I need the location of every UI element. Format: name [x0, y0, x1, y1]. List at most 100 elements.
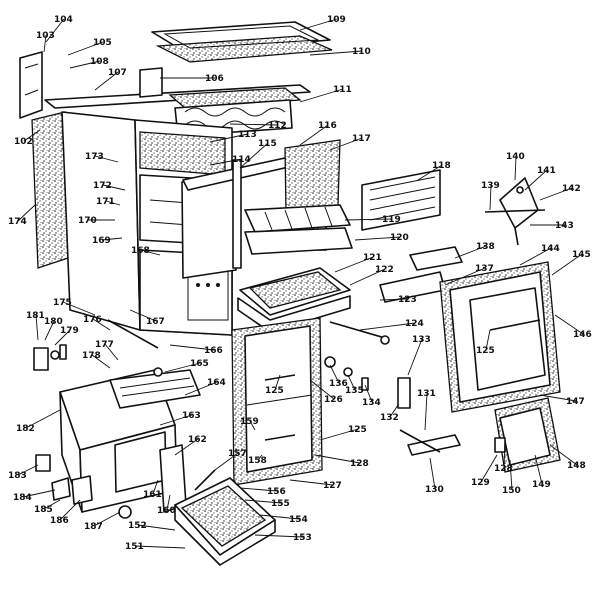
- leader-line-145: [551, 253, 583, 276]
- part-label-161: 161: [143, 490, 162, 500]
- leader-line-167: [129, 309, 157, 322]
- leader-line-174: [17, 204, 36, 222]
- part-label-104: 104: [54, 15, 73, 25]
- leader-line-171: [105, 200, 121, 206]
- leader-line-129: [480, 454, 498, 483]
- leader-line-163: [159, 414, 193, 426]
- part-label-164: 164: [207, 378, 226, 388]
- part-label-152: 152: [128, 521, 147, 531]
- leader-line-169: [101, 237, 123, 241]
- leader-line-119: [344, 218, 393, 221]
- part-label-120: 120: [390, 233, 409, 243]
- leader-line-102: [23, 129, 41, 142]
- leader-line-113: [209, 133, 249, 143]
- part-label-148: 148: [567, 461, 586, 471]
- leader-line-118: [417, 164, 443, 181]
- oven-racks: [244, 204, 353, 255]
- part-label-117: 117: [352, 134, 371, 144]
- part-label-138: 138: [476, 242, 495, 252]
- leader-line-165: [164, 362, 201, 373]
- leader-line-137: [444, 267, 486, 286]
- leader-line-128: [503, 439, 506, 469]
- part-label-132: 132: [380, 413, 399, 423]
- valve-knob-assembly: [484, 177, 546, 246]
- leader-line-159: [249, 420, 256, 431]
- part-label-172: 172: [93, 181, 112, 191]
- leader-line-138: [454, 245, 487, 259]
- leader-line-166: [169, 344, 215, 351]
- leader-line-125: [485, 329, 491, 351]
- part-label-177: 177: [95, 340, 114, 350]
- part-label-162: 162: [188, 435, 207, 445]
- leader-line-114: [209, 158, 243, 166]
- right-oven-door: [439, 261, 561, 413]
- leader-line-125: [319, 428, 359, 441]
- part-label-105: 105: [93, 38, 112, 48]
- part-label-139: 139: [481, 181, 500, 191]
- part-label-141: 141: [537, 166, 556, 176]
- leader-line-180: [44, 320, 55, 341]
- leader-line-186: [59, 499, 81, 521]
- part-label-125: 125: [348, 425, 367, 435]
- part-label-114: 114: [232, 155, 251, 165]
- part-label-155: 155: [271, 499, 290, 509]
- leader-line-157: [214, 452, 239, 471]
- part-label-175: 175: [53, 298, 72, 308]
- part-label-110: 110: [352, 47, 371, 57]
- part-label-111: 111: [333, 85, 352, 95]
- part-label-143: 143: [555, 221, 574, 231]
- leader-line-177: [104, 343, 119, 361]
- leader-line-183: [17, 464, 39, 476]
- leader-line-135: [347, 374, 356, 391]
- part-label-126: 126: [324, 395, 343, 405]
- leader-line-110: [309, 50, 363, 56]
- leader-line-154: [259, 514, 300, 520]
- part-label-156: 156: [267, 487, 286, 497]
- part-label-179: 179: [60, 326, 79, 336]
- part-label-165: 165: [190, 359, 209, 369]
- part-label-130: 130: [425, 485, 444, 495]
- leader-line-141: [524, 169, 548, 191]
- right-lower-panel: [494, 397, 561, 473]
- part-label-151: 151: [125, 542, 144, 552]
- part-label-180: 180: [44, 317, 63, 327]
- part-label-107: 107: [108, 68, 127, 78]
- part-label-171: 171: [96, 197, 115, 207]
- leader-line-124: [359, 322, 416, 331]
- leader-line-134: [364, 384, 373, 403]
- leader-line-175: [62, 301, 96, 316]
- part-label-168: 168: [131, 246, 150, 256]
- left-oven-door: [231, 317, 323, 486]
- part-label-159: 159: [240, 417, 259, 427]
- part-label-181: 181: [26, 311, 45, 321]
- leader-line-162: [174, 438, 199, 456]
- leader-line-122: [349, 268, 386, 286]
- leader-line-121: [334, 256, 374, 273]
- leader-line-168: [140, 249, 161, 256]
- leader-line-152: [137, 524, 176, 531]
- part-label-129: 129: [471, 478, 490, 488]
- leader-line-158: [257, 454, 263, 461]
- part-label-103: 103: [36, 31, 55, 41]
- leader-line-140: [514, 155, 517, 181]
- leader-line-131: [424, 392, 428, 431]
- left-switch-components: [33, 344, 67, 371]
- part-label-169: 169: [92, 236, 111, 246]
- part-label-149: 149: [532, 480, 551, 490]
- part-label-125: 125: [265, 386, 284, 396]
- leader-line-150: [509, 459, 513, 491]
- part-label-108: 108: [90, 57, 109, 67]
- leader-line-117: [329, 137, 363, 151]
- leader-line-185: [43, 499, 61, 510]
- part-label-121: 121: [363, 253, 382, 263]
- leader-line-178: [91, 354, 111, 369]
- leader-line-103: [43, 34, 47, 53]
- part-label-173: 173: [85, 152, 104, 162]
- leader-line-105: [67, 41, 104, 56]
- part-number-labels: 1041031051081071061091101111121131141151…: [8, 15, 592, 552]
- leader-line-116: [299, 124, 329, 146]
- leader-line-123: [379, 298, 409, 301]
- leader-line-133: [407, 338, 423, 376]
- part-label-147: 147: [566, 397, 585, 407]
- leader-line-156: [239, 487, 278, 492]
